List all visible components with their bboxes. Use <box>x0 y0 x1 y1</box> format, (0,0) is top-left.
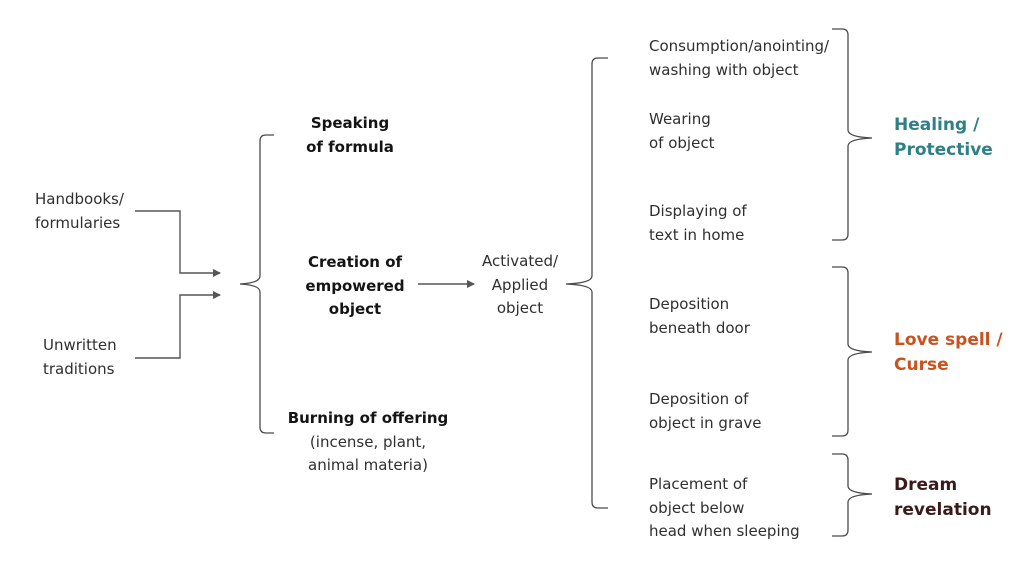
connector-unwritten <box>135 291 221 359</box>
brace-methods <box>239 134 274 434</box>
activated-applied-object: Activated/ Applied object <box>481 252 559 317</box>
brace-love <box>832 266 873 437</box>
application-wearing: Wearing of object <box>649 110 715 152</box>
method-burning-of-offering: Burning of offering (incense, plant, ani… <box>287 409 449 474</box>
application-placement-below-head: Placement of object below head when slee… <box>649 475 800 540</box>
brace-healing <box>832 28 873 241</box>
source-handbooks: Handbooks/ formularies <box>35 190 124 232</box>
application-deposition-grave: Deposition of object in grave <box>649 390 762 432</box>
brace-applications <box>565 57 608 509</box>
outcome-healing-protective: Healing / Protective <box>894 115 993 160</box>
application-deposition-door: Deposition beneath door <box>649 295 750 337</box>
connector-handbooks <box>135 210 221 277</box>
source-unwritten-traditions: Unwritten traditions <box>43 336 117 378</box>
method-speaking-of-formula: Speaking of formula <box>306 114 394 156</box>
outcome-dream-revelation: Dream revelation <box>894 475 992 520</box>
brace-dream <box>832 453 873 537</box>
application-displaying: Displaying of text in home <box>649 202 747 244</box>
outcome-love-spell-curse: Love spell / Curse <box>894 330 1003 375</box>
application-consumption: Consumption/anointing/ washing with obje… <box>649 37 830 79</box>
method-creation-of-empowered-object: Creation of empowered object <box>305 253 405 318</box>
